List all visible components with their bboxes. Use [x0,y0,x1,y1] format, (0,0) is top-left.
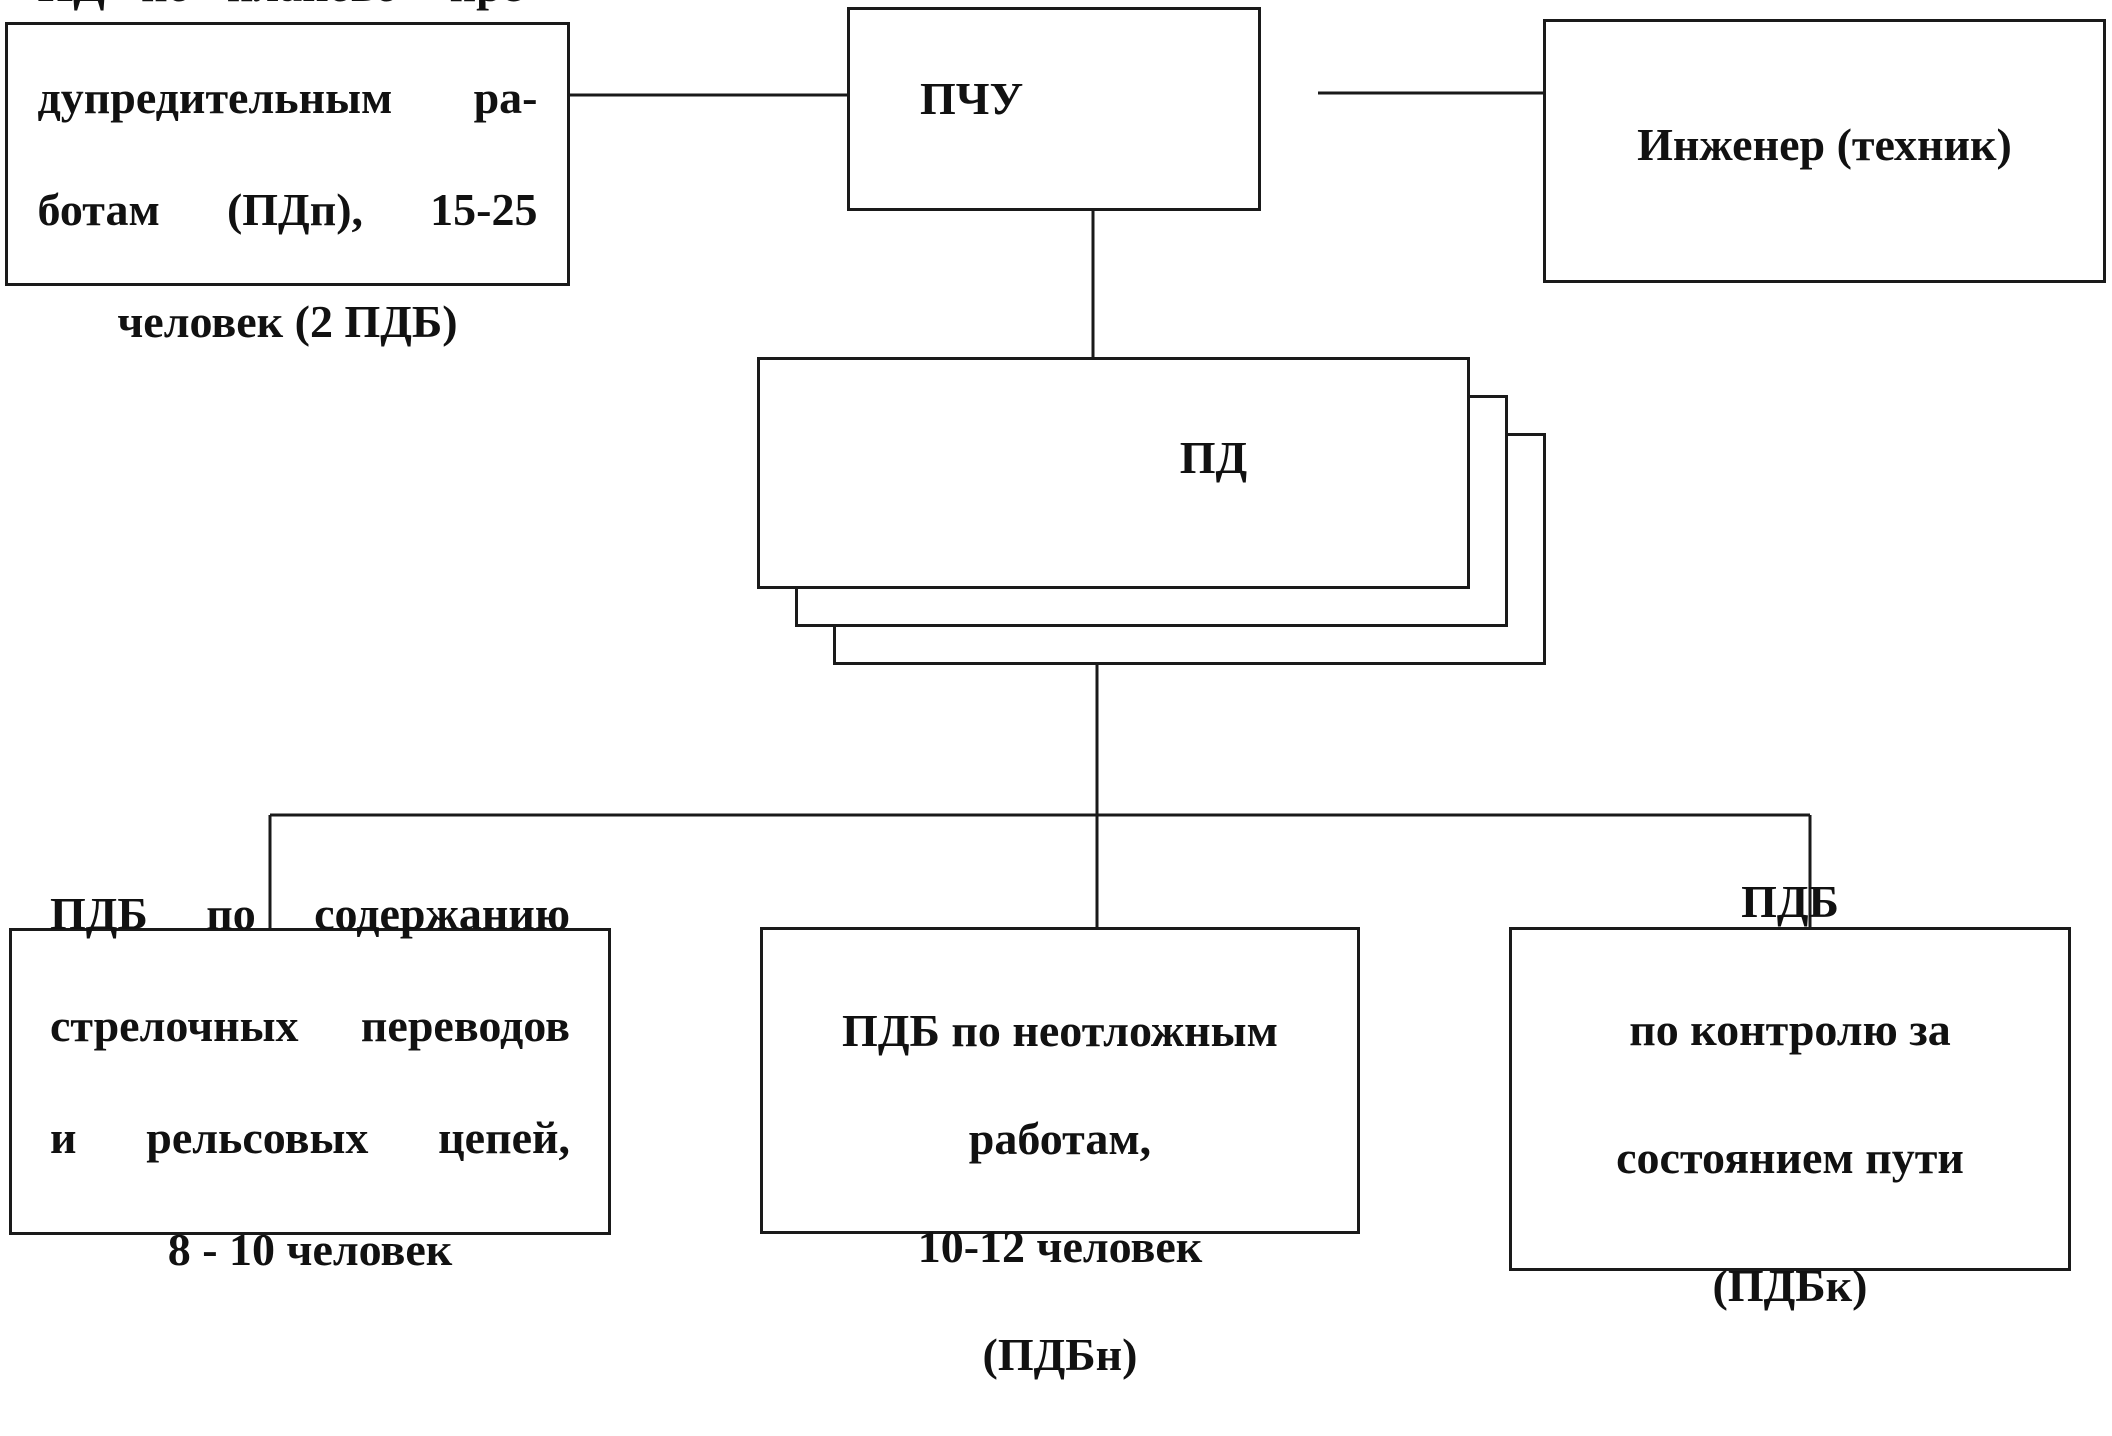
label-line: дупредительным ра- [37,72,538,123]
node-pd: ПД [757,357,1470,589]
label-line: (ПДБк) [1712,1260,1868,1311]
label-line: ПДБ [1741,876,1839,927]
label-line: ПДБ по неотложным [842,1005,1278,1056]
label-line: 8 - 10 человек [167,1223,453,1275]
connector-lines [268,91,1812,930]
node-engineer: Инженер (техник) [1543,19,2106,283]
node-urgent-works: ПДБ по неотложным работам, 10-12 человек… [760,927,1360,1380]
label-line: ботам (ПДп), 15-25 [37,184,538,235]
label-line: состоянием пути [1616,1132,1964,1183]
node-track-control-label: ПДБ по контролю за состоянием пути (ПДБк… [1616,806,1964,1382]
node-engineer-label: Инженер (техник) [1637,119,2012,170]
label-line: (ПДБн) [982,1329,1138,1380]
label-line: ПД по планово- пре- [38,0,538,14]
node-planned-preventive-works: ПД по планово- пре- дупредительным ра- б… [5,0,570,347]
label-line: ПДБ по содержанию [50,887,570,939]
label-line: стрелочных переводов [50,999,570,1051]
node-pchu: ПЧУ [847,7,1261,211]
org-chart-diagram: ПД по планово- пре- дупредительным ра- б… [5,0,2106,1380]
node-pd-label: ПД [1179,432,1248,483]
node-switches-maintenance-label: ПДБ по содержанию стрелочных переводов и… [50,830,570,1334]
label-line: работам, [968,1113,1152,1164]
label-line: и рельсовых цепей, [50,1111,570,1163]
label-line: по контролю за [1629,1004,1951,1055]
label-line: человек (2 ПДБ) [117,296,458,347]
node-urgent-works-label: ПДБ по неотложным работам, 10-12 человек… [842,950,1278,1436]
node-pchu-label: ПЧУ [920,73,1024,124]
label-line: 10-12 человек [917,1221,1203,1272]
node-planned-preventive-works-label: ПД по планово- пре- дупредительным ра- б… [38,0,538,406]
node-switches-maintenance: ПДБ по содержанию стрелочных переводов и… [9,888,611,1275]
node-track-control: ПДБ по контролю за состоянием пути (ПДБк… [1509,876,2071,1311]
